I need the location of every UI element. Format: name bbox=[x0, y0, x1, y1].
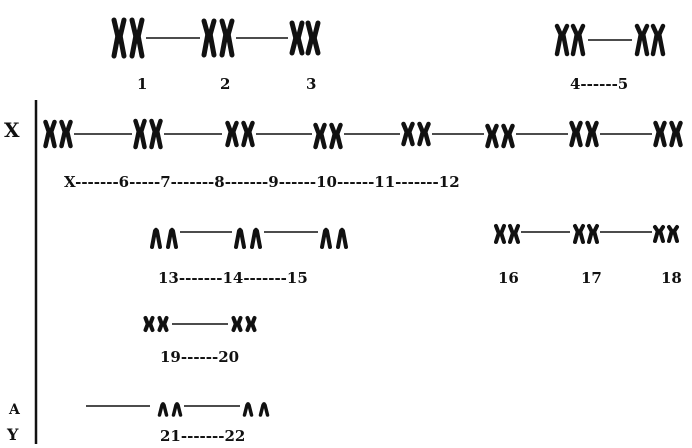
chromosome-pair-x-a bbox=[43, 119, 57, 149]
chromosome-pair-16-a bbox=[494, 224, 506, 244]
label-chromosome-16: 16 bbox=[498, 269, 519, 287]
chromosome-pair-2-b bbox=[219, 18, 235, 58]
chromosome-pair-15-b bbox=[336, 227, 348, 249]
label-chromosome-21-22: 21-------22 bbox=[160, 427, 246, 445]
chromosome-pair-19-a bbox=[143, 316, 155, 332]
x-marker-label: X bbox=[4, 118, 20, 142]
chromosome-pair-20-a bbox=[231, 316, 243, 332]
label-row-x-6-12: X-------6-----7-------8-------9------10-… bbox=[64, 173, 460, 191]
chromosome-pair-1-b bbox=[129, 17, 145, 59]
chromosome-pair-14-a bbox=[234, 227, 246, 249]
chromosome-pair-12-a bbox=[653, 120, 667, 148]
chromosome-pair-14-b bbox=[250, 227, 262, 249]
chromosome-pair-20-b bbox=[245, 316, 257, 332]
chromosome-pair-13-b bbox=[166, 227, 178, 249]
chromosome-pair-2-a bbox=[201, 18, 217, 58]
chromosome-pair-10-b bbox=[501, 123, 515, 149]
small-marker-label: A bbox=[9, 402, 20, 418]
chromosome-pair-x-b bbox=[59, 119, 73, 149]
chromosome-pair-4-b bbox=[570, 23, 586, 57]
chromosome-pair-15-a bbox=[320, 227, 332, 249]
chromosome-pair-18-a bbox=[653, 225, 665, 243]
chromosome-pair-21-b bbox=[171, 402, 183, 417]
chromosome-pair-11-a bbox=[569, 120, 583, 148]
chromosome-pair-3-a bbox=[289, 20, 305, 56]
label-chromosome-2: 2 bbox=[220, 75, 231, 93]
label-chromosome-17: 17 bbox=[581, 269, 602, 287]
chromosome-pair-18-b bbox=[667, 225, 679, 243]
chromosome-pair-11-b bbox=[585, 120, 599, 148]
chromosome-pair-8-a bbox=[313, 122, 327, 150]
chromosome-pair-12-b bbox=[669, 120, 683, 148]
chromosome-pair-17-b bbox=[587, 224, 599, 244]
chromosome-pair-16-b bbox=[508, 224, 520, 244]
chromosome-pair-7-b bbox=[241, 120, 255, 148]
label-chromosome-13-15: 13-------14-------15 bbox=[158, 269, 308, 287]
chromosome-pair-10-a bbox=[485, 123, 499, 149]
chromosome-pair-13-a bbox=[150, 227, 162, 249]
chromosome-pair-21-a bbox=[157, 402, 169, 417]
label-chromosome-3: 3 bbox=[306, 75, 317, 93]
chromosome-pair-22-b bbox=[258, 402, 270, 417]
chromosome-pair-9-a bbox=[401, 121, 415, 147]
label-chromosome-1: 1 bbox=[137, 75, 148, 93]
chromosome-pair-7-a bbox=[225, 120, 239, 148]
chromosome-pair-17-a bbox=[573, 224, 585, 244]
chromosome-pair-22-a bbox=[242, 402, 254, 417]
y-marker-label: Y bbox=[7, 425, 19, 444]
label-chromosome-19-20: 19------20 bbox=[160, 348, 240, 366]
chromosome-pair-6-a bbox=[133, 118, 147, 150]
chromosome-pair-9-b bbox=[417, 121, 431, 147]
chromosome-pair-5-b bbox=[650, 23, 666, 57]
chromosome-pair-5-a bbox=[634, 23, 650, 57]
label-chromosome-18: 18 bbox=[661, 269, 682, 287]
chromosome-pair-4-a bbox=[554, 23, 570, 57]
label-chromosome-4-5: 4------5 bbox=[570, 75, 629, 93]
chromosome-pair-1-a bbox=[111, 17, 127, 59]
chromosome-pair-8-b bbox=[329, 122, 343, 150]
chromosome-pair-19-b bbox=[157, 316, 169, 332]
chromosome-pair-3-b bbox=[305, 20, 321, 56]
chromosome-pair-6-b bbox=[149, 118, 163, 150]
